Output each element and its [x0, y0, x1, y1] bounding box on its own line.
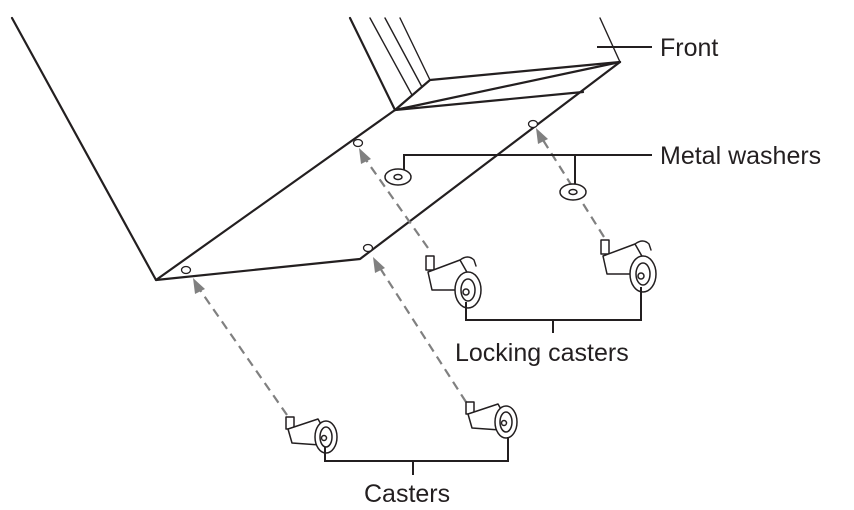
mounting-hole: [352, 138, 364, 148]
arrow-head: [359, 148, 371, 164]
casters-bracket: [324, 437, 509, 475]
label-front: Front: [660, 34, 718, 62]
cabinet: [10, 16, 622, 282]
cabinet-left-side: [10, 16, 622, 282]
metal-washer: [384, 168, 412, 186]
assembly-arrow: [199, 289, 288, 416]
cabinet-front-edge: [393, 90, 585, 112]
metal-washer: [559, 183, 587, 201]
arrow-head: [193, 278, 205, 294]
arrow-head: [373, 257, 385, 273]
assembly-arrow: [365, 159, 429, 249]
label-casters: Casters: [364, 480, 450, 508]
mounting-hole: [527, 119, 539, 129]
mounting-hole: [180, 265, 192, 275]
label-locking-casters: Locking casters: [455, 339, 629, 367]
cabinet-rear-edge: [348, 16, 397, 112]
locking-caster: [425, 255, 482, 309]
assembly-arrow: [379, 267, 467, 403]
locking-casters-bracket: [465, 287, 642, 333]
locking-caster: [600, 239, 657, 293]
washers-bracket: [403, 154, 652, 184]
arrow-head: [536, 128, 548, 144]
assembly-arrow: [542, 139, 605, 238]
mounting-hole: [362, 243, 374, 253]
leader-lines: [324, 46, 652, 475]
assembly-arrows: [193, 128, 605, 416]
label-metal-washers: Metal washers: [660, 142, 821, 170]
caster: [285, 416, 338, 454]
cabinet-front-trim: [369, 17, 621, 96]
metal-washers: [384, 168, 587, 201]
caster: [465, 401, 518, 439]
